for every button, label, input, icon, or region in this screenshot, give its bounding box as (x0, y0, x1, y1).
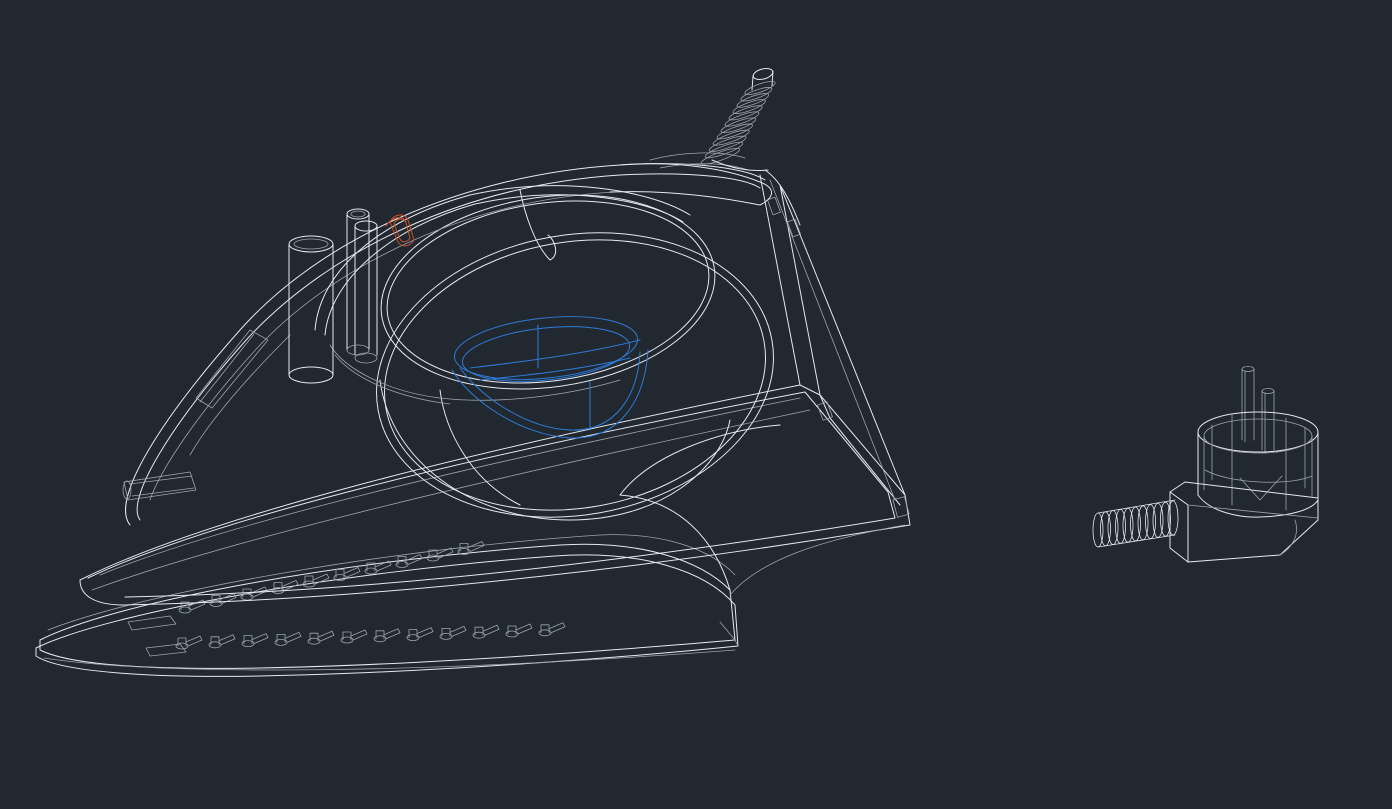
steam-iron-wireframe[interactable] (35, 67, 911, 677)
power-plug-wireframe[interactable] (1092, 366, 1319, 563)
plug-housing (1197, 411, 1319, 518)
iron-water-tank (376, 189, 774, 521)
iron-handle[interactable] (122, 152, 772, 526)
highlighted-dial-orange[interactable] (385, 214, 415, 247)
highlighted-tank-insert-blue[interactable] (451, 309, 649, 439)
iron-cord-protector (700, 68, 776, 171)
iron-body-shell (79, 169, 911, 606)
plug-body (1169, 481, 1319, 563)
plug-pins (1241, 366, 1275, 453)
plug-cord-spring (1092, 499, 1179, 548)
iron-steam-buttons[interactable] (288, 208, 378, 384)
soleplate-steam-vents (127, 541, 566, 657)
